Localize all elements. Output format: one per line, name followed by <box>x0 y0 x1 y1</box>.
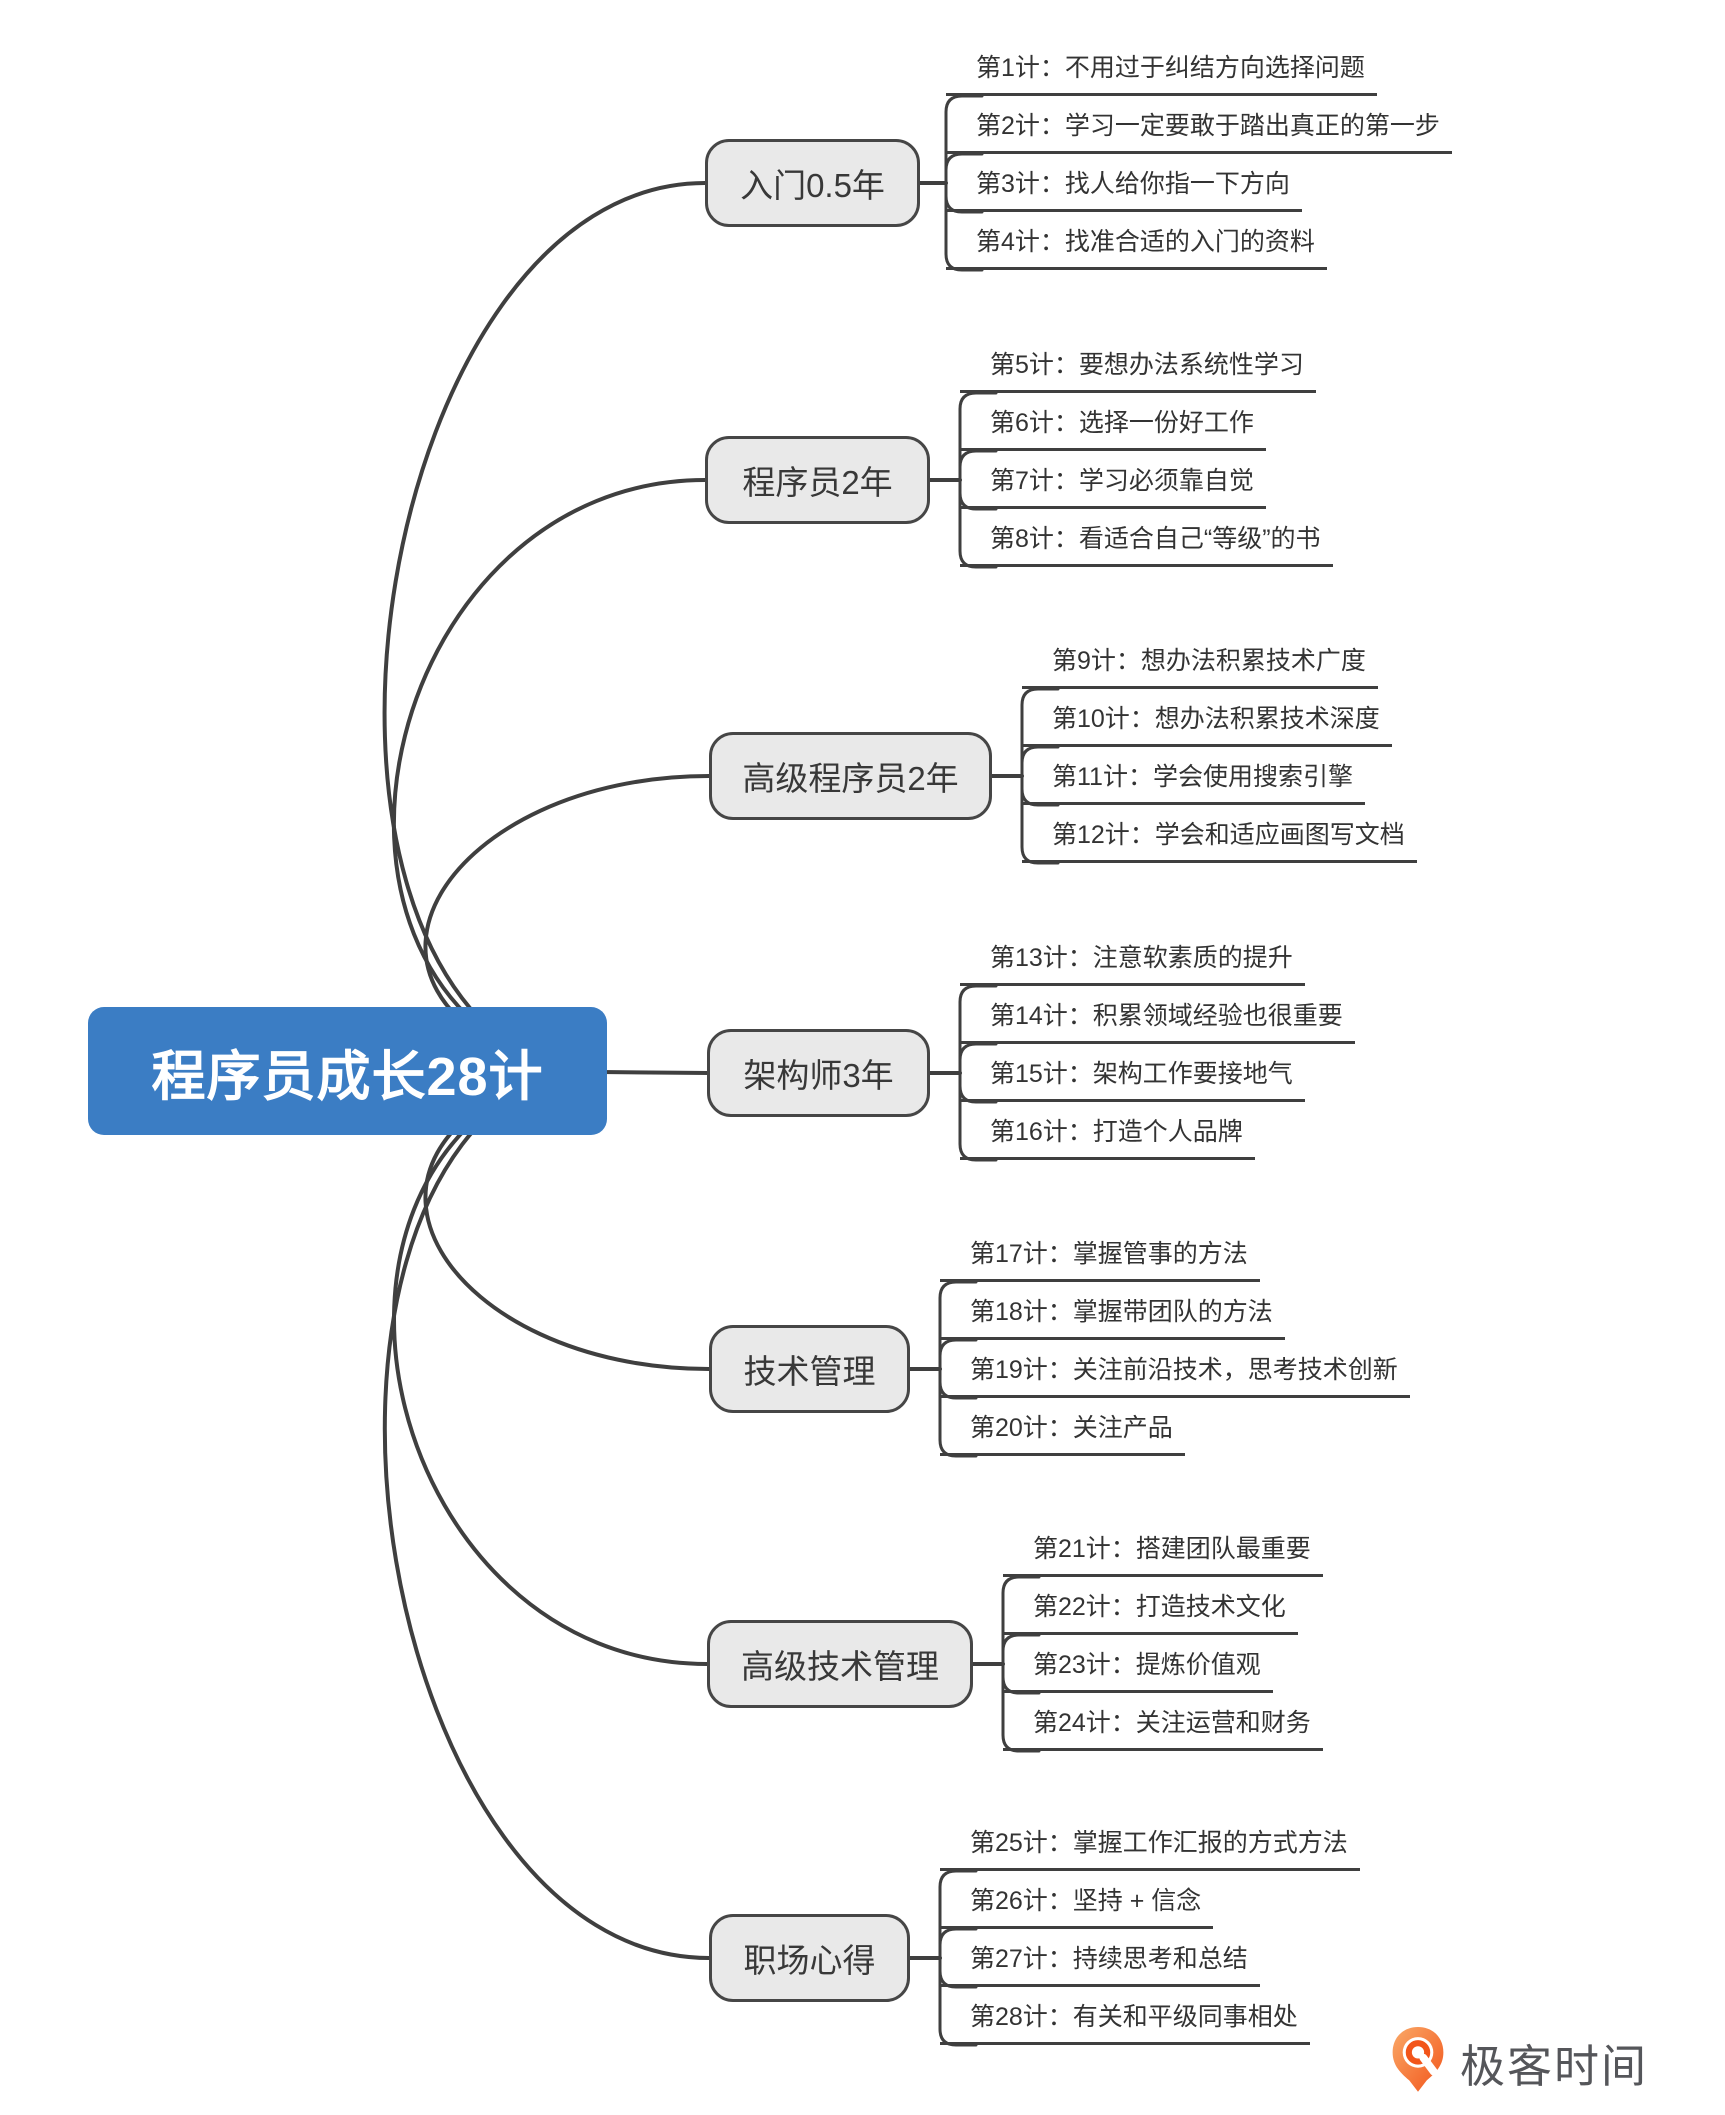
elbow-item-17 <box>938 1280 978 1371</box>
curve-branch-2 <box>391 478 707 1073</box>
brand-name: 极客时间 <box>1460 2040 1649 2092</box>
branch-topic-5[interactable]: 技术管理 <box>709 1325 910 1413</box>
branch-topic-3[interactable]: 高级程序员2年 <box>709 732 992 820</box>
item-16[interactable]: 第16计：打造个人品牌 <box>960 1116 1255 1160</box>
item-5[interactable]: 第5计：要想办法系统性学习 <box>960 349 1316 393</box>
elbow-item-5 <box>958 391 998 482</box>
item-28[interactable]: 第28计：有关和平级同事相处 <box>940 2001 1310 2045</box>
item-20[interactable]: 第20计：关注产品 <box>940 1412 1185 1456</box>
elbow-item-25 <box>938 1869 978 1960</box>
elbow-item-28 <box>938 1956 978 2047</box>
item-18[interactable]: 第18计：掌握带团队的方法 <box>940 1296 1285 1340</box>
item-27[interactable]: 第27计：持续思考和总结 <box>940 1943 1260 1987</box>
item-23[interactable]: 第23计：提炼价值观 <box>1003 1649 1273 1693</box>
item-24[interactable]: 第24计：关注运营和财务 <box>1003 1707 1323 1751</box>
elbow-item-8 <box>958 478 998 569</box>
item-17[interactable]: 第17计：掌握管事的方法 <box>940 1238 1260 1282</box>
item-3[interactable]: 第3计：找人给你指一下方向 <box>946 168 1302 212</box>
elbow-item-9 <box>1020 687 1060 778</box>
curve-branch-1 <box>382 181 707 1073</box>
item-13[interactable]: 第13计：注意软素质的提升 <box>960 942 1305 986</box>
item-25[interactable]: 第25计：掌握工作汇报的方式方法 <box>940 1827 1360 1871</box>
elbow-item-16 <box>958 1071 998 1162</box>
geektime-pin-icon <box>1392 2027 1444 2092</box>
item-21[interactable]: 第21计：搭建团队最重要 <box>1003 1533 1323 1577</box>
elbow-item-1 <box>944 94 984 185</box>
branch-topic-1[interactable]: 入门0.5年 <box>705 139 920 227</box>
central-topic[interactable]: 程序员成长28计 <box>88 1007 607 1135</box>
curve-branch-6 <box>392 1069 709 1666</box>
elbow-item-20 <box>938 1367 978 1458</box>
item-22[interactable]: 第22计：打造技术文化 <box>1003 1591 1298 1635</box>
branch-topic-7[interactable]: 职场心得 <box>709 1914 910 2002</box>
elbow-item-24 <box>1001 1662 1041 1753</box>
item-7[interactable]: 第7计：学习必须靠自觉 <box>960 465 1266 509</box>
elbow-item-2 <box>944 152 984 185</box>
item-2[interactable]: 第2计：学习一定要敢于踏出真正的第一步 <box>946 110 1452 154</box>
elbow-item-18 <box>938 1338 978 1371</box>
elbow-item-26 <box>938 1927 978 1960</box>
item-12[interactable]: 第12计：学会和适应画图写文档 <box>1022 819 1417 863</box>
curve-branch-4 <box>598 1070 711 1075</box>
item-11[interactable]: 第11计：学会使用搜索引擎 <box>1022 761 1365 805</box>
item-15[interactable]: 第15计：架构工作要接地气 <box>960 1058 1305 1102</box>
brand-footer: 极客时间 <box>1390 2024 1648 2100</box>
curve-branch-7 <box>382 1069 711 1960</box>
branch-topic-6[interactable]: 高级技术管理 <box>707 1620 973 1708</box>
elbow-item-21 <box>1001 1575 1041 1666</box>
elbow-item-6 <box>958 449 998 482</box>
item-8[interactable]: 第8计：看适合自己“等级”的书 <box>960 523 1333 567</box>
item-10[interactable]: 第10计：想办法积累技术深度 <box>1022 703 1392 747</box>
item-1[interactable]: 第1计：不用过于纠结方向选择问题 <box>946 52 1377 96</box>
elbow-item-14 <box>958 1042 998 1075</box>
item-26[interactable]: 第26计：坚持 + 信念 <box>940 1885 1214 1929</box>
branch-topic-2[interactable]: 程序员2年 <box>705 436 930 524</box>
item-19[interactable]: 第19计：关注前沿技术，思考技术创新 <box>940 1354 1410 1398</box>
item-9[interactable]: 第9计：想办法积累技术广度 <box>1022 645 1378 689</box>
item-4[interactable]: 第4计：找准合适的入门的资料 <box>946 226 1327 270</box>
branch-topic-4[interactable]: 架构师3年 <box>707 1029 930 1117</box>
elbow-item-12 <box>1020 774 1060 865</box>
item-14[interactable]: 第14计：积累领域经验也很重要 <box>960 1000 1355 1044</box>
elbow-item-13 <box>958 984 998 1075</box>
item-6[interactable]: 第6计：选择一份好工作 <box>960 407 1266 451</box>
elbow-item-10 <box>1020 745 1060 778</box>
elbow-item-22 <box>1001 1633 1041 1666</box>
